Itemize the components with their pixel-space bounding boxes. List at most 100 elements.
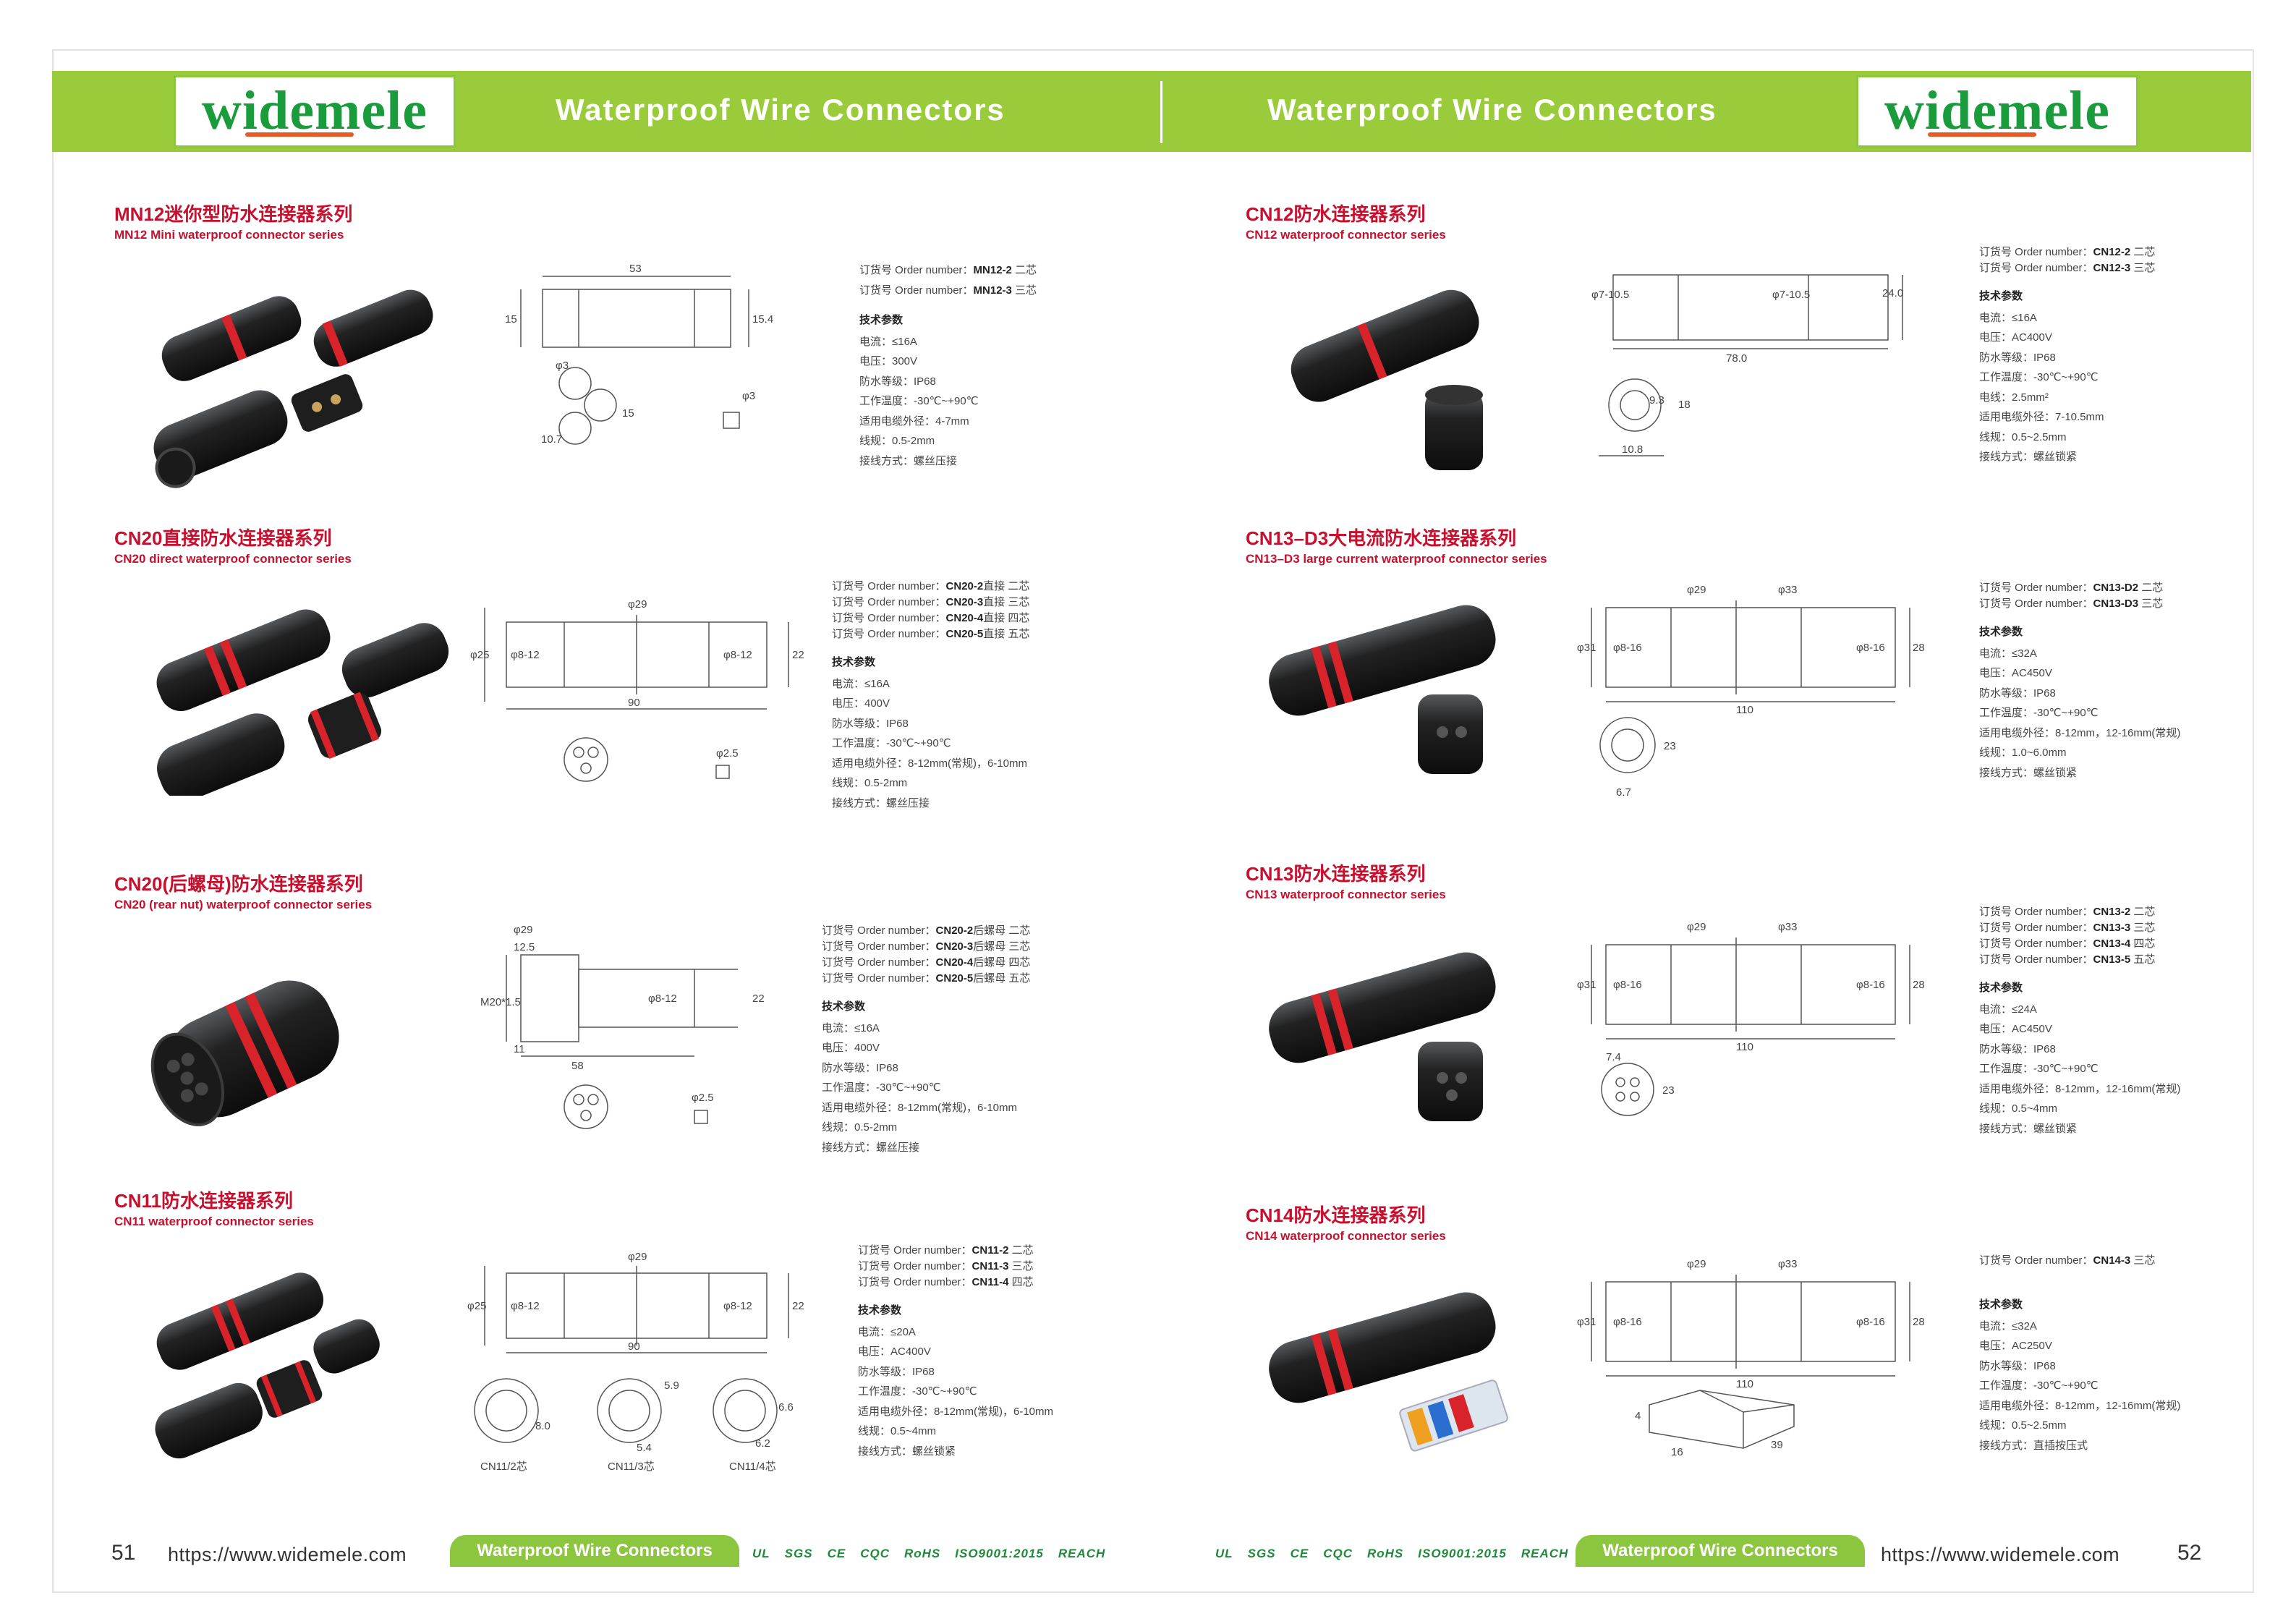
spec-line: 防水等级：IP68	[1979, 1359, 2056, 1372]
section-title-en: MN12 Mini waterproof connector series	[114, 228, 344, 242]
spec-line: 电压：400V	[822, 1042, 880, 1054]
spec-line: 防水等级：IP68	[822, 1061, 898, 1074]
dim-label: 16	[1671, 1446, 1683, 1458]
spec-line: 线规：0.5-2mm	[859, 435, 935, 447]
dim-label: φ25	[467, 1300, 486, 1312]
dim-label: φ8-16	[1613, 979, 1642, 991]
order-line: 订货号 Order number：MN12-3 三芯	[859, 284, 1037, 297]
rohs-icon: RoHS	[1366, 1547, 1404, 1560]
dim-label: φ8-16	[1856, 642, 1885, 654]
face-label: CN11/3芯	[608, 1461, 655, 1473]
dim-label: φ31	[1577, 979, 1596, 991]
dim-label: 5.9	[664, 1379, 679, 1392]
order-line: 订货号 Order number：CN13-5 五芯	[1979, 953, 2156, 966]
order-line: 订货号 Order number：CN20-2直接 二芯	[832, 580, 1030, 592]
spec-line: 电流：≤20A	[858, 1325, 916, 1338]
dim-label: φ33	[1778, 584, 1797, 596]
spec-line: 工作温度：-30℃~+90℃	[1979, 371, 2099, 383]
spec-line: 工作温度：-30℃~+90℃	[859, 395, 979, 407]
section-title-cn: MN12迷你型防水连接器系列	[114, 203, 353, 225]
spec-line: 接线方式：直插按压式	[1979, 1439, 2088, 1452]
dim-label: φ8-16	[1613, 1316, 1642, 1328]
product-photo-cn20-rear-nut	[150, 980, 339, 1126]
spec-line: 线规：0.5~4mm	[858, 1425, 936, 1437]
spec-line: 接线方式：螺丝压接	[859, 454, 958, 467]
order-line: 订货号 Order number：CN20-4直接 四芯	[832, 612, 1030, 624]
dim-label: 15.4	[752, 313, 773, 326]
logo-text: widemele	[202, 80, 428, 141]
spec-line: 工作温度：-30℃~+90℃	[1979, 707, 2099, 719]
order-line: 订货号 Order number：CN13-3 三芯	[1979, 922, 2156, 934]
drawing-cn13: φ29 φ33 φ31 φ8-16 φ8-16 28 110 7.4 23	[1577, 921, 1924, 1116]
dim-label: φ33	[1778, 921, 1797, 933]
dim-label: φ29	[1687, 1258, 1706, 1270]
iso-icon: ISO9001:2015	[1418, 1547, 1507, 1560]
spec-line: 电压：AC450V	[1979, 667, 2052, 679]
dim-label: 78.0	[1726, 352, 1747, 365]
spec-line: 线规：1.0~6.0mm	[1979, 747, 2067, 759]
drawing-cn11: φ29 φ25 φ8-12 φ8-12 22 90 8.0 5.9 5.4 6.…	[467, 1251, 804, 1473]
tech-params-label: 技术参数	[1979, 290, 2023, 302]
dim-label: 10.8	[1622, 443, 1643, 456]
sgs-icon: SGS	[1247, 1547, 1276, 1560]
spec-line: 防水等级：IP68	[859, 375, 936, 388]
section-mn12: MN12迷你型防水连接器系列 MN12 Mini waterproof conn…	[114, 200, 352, 242]
section-title-cn: CN20(后螺母)防水连接器系列	[114, 873, 363, 895]
dim-label: φ2.5	[716, 747, 739, 760]
section-title-cn: CN12防水连接器系列	[1246, 203, 1426, 225]
page-number-right: 52	[2177, 1541, 2202, 1565]
section-title-cn: CN13–D3大电流防水连接器系列	[1246, 527, 1517, 549]
drawing-cn20-rear-nut: φ29 12.5 M20*1.5 φ8-12 22 11 58 φ2.5	[480, 924, 765, 1129]
footer-url-left[interactable]: https://www.widemele.com	[168, 1544, 407, 1565]
footer-url-right[interactable]: https://www.widemele.com	[1881, 1544, 2120, 1565]
spec-line: 适用电缆外径：8-12mm(常规)，6-10mm	[832, 757, 1028, 770]
spec-line: 适用电缆外径：4-7mm	[859, 414, 969, 428]
dim-label: φ31	[1577, 1316, 1596, 1328]
dim-label: 5.4	[637, 1442, 652, 1454]
logo-right: widemele	[1856, 75, 2138, 148]
tech-params-label: 技术参数	[1979, 1298, 2023, 1311]
dim-label: 18	[1678, 399, 1691, 411]
spec-line: 防水等级：IP68	[1979, 1042, 2056, 1055]
dim-label: 4	[1635, 1410, 1641, 1422]
spec-line: 适用电缆外径：8-12mm，12-16mm(常规)	[1979, 1399, 2181, 1412]
product-photo-cn20-direct	[156, 609, 449, 796]
spec-line: 接线方式：螺丝压接	[822, 1141, 920, 1154]
section-title-en: CN13 waterproof connector series	[1246, 888, 1446, 901]
order-line: 订货号 Order number：CN11-3 三芯	[858, 1260, 1034, 1272]
spec-line: 工作温度：-30℃~+90℃	[1979, 1379, 2099, 1392]
logo-text: widemele	[1884, 80, 2110, 141]
dim-label: φ29	[514, 924, 532, 936]
spec-block-cn13-d3: 订货号 Order number：CN13-D2 二芯 订货号 Order nu…	[1979, 580, 2180, 783]
dim-label: φ25	[470, 649, 489, 661]
spec-line: 电压：300V	[859, 355, 918, 367]
section-title-en: CN20 direct waterproof connector series	[114, 552, 352, 566]
cqc-icon: CQC	[1323, 1547, 1353, 1560]
dim-label: 110	[1736, 1041, 1753, 1053]
order-line: 订货号 Order number：CN14-3 三芯	[1979, 1254, 2156, 1267]
ce-icon: CE	[827, 1547, 846, 1560]
section-cn13: CN13防水连接器系列 CN13 waterproof connector se…	[1246, 859, 1446, 902]
order-line: 订货号 Order number：CN20-3后螺母 三芯	[822, 940, 1031, 953]
spec-block-cn20-rear-nut: 订货号 Order number：CN20-2后螺母 二芯 订货号 Order …	[822, 923, 1030, 1157]
spec-line: 防水等级：IP68	[832, 717, 909, 730]
section-title-en: CN12 waterproof connector series	[1246, 228, 1446, 242]
dim-label: φ8-12	[648, 992, 677, 1005]
dim-label: 110	[1736, 704, 1753, 716]
spec-line: 电压：400V	[832, 697, 890, 710]
dim-label: 6.7	[1616, 786, 1631, 799]
dim-label: 22	[792, 1300, 804, 1312]
section-title-cn: CN13防水连接器系列	[1246, 863, 1426, 885]
tech-params-label: 技术参数	[1979, 982, 2023, 994]
dim-label: 28	[1913, 642, 1924, 654]
dim-label: 110	[1736, 1378, 1753, 1390]
spec-line: 接线方式：螺丝锁紧	[858, 1445, 956, 1458]
dim-label: 53	[629, 263, 642, 275]
section-title-en: CN11 waterproof connector series	[114, 1215, 314, 1228]
dim-label: 23	[1662, 1084, 1675, 1097]
ul-icon: UL	[752, 1547, 770, 1560]
spec-line: 接线方式：螺丝锁紧	[1979, 451, 2078, 463]
product-photo-cn13-d3	[1269, 605, 1496, 774]
section-title-en: CN20 (rear nut) waterproof connector ser…	[114, 898, 373, 911]
spec-block-cn20-direct: 订货号 Order number：CN20-2直接 二芯 订货号 Order n…	[832, 579, 1029, 813]
